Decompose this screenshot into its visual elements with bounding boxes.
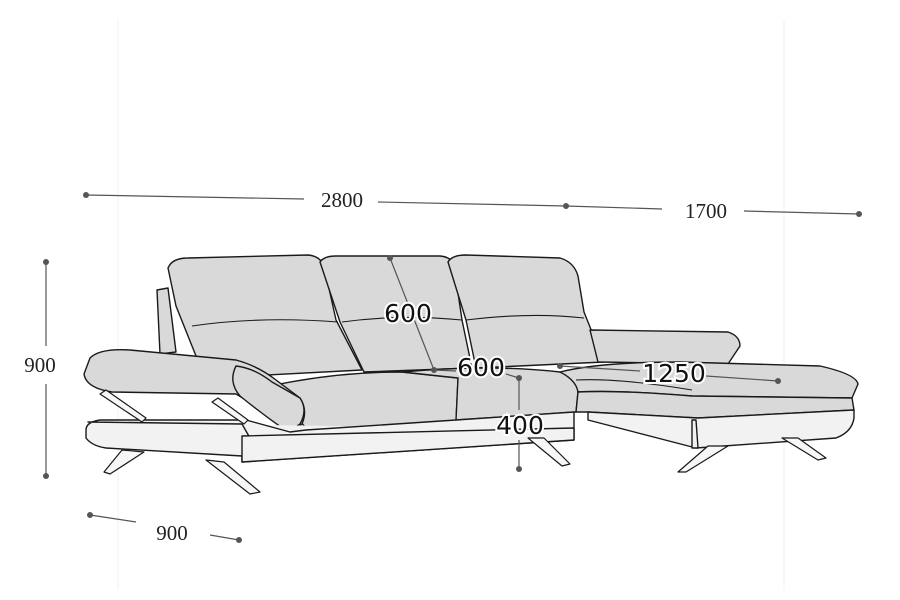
chaise-back bbox=[589, 329, 741, 365]
backrest-cushion-right bbox=[447, 254, 605, 369]
backrest-cushion-left bbox=[167, 254, 363, 379]
back-side-panel bbox=[156, 287, 177, 355]
dimension-labels: 2800 1700 900 900 600 600 400 1250 bbox=[24, 188, 727, 545]
dim-label-seat-height: 400 bbox=[496, 411, 544, 440]
chaise-base-end bbox=[691, 419, 699, 449]
backrest-seam-right bbox=[465, 314, 585, 321]
armrest-strut-left bbox=[99, 389, 147, 423]
left-armrest-pad bbox=[232, 365, 305, 433]
armrest-strut-right bbox=[211, 397, 249, 425]
leg-front-left bbox=[103, 449, 145, 475]
leg-chaise-front bbox=[677, 445, 729, 473]
sofa-illustration bbox=[83, 254, 859, 495]
backrest-seam-middle bbox=[341, 316, 463, 323]
dim-label-total-width: 2800 bbox=[321, 188, 363, 212]
backrest-cushion-middle bbox=[319, 255, 473, 373]
sofa-base-front bbox=[241, 427, 575, 463]
dim-label-overall-height: 900 bbox=[24, 353, 56, 377]
backrest-seam-left bbox=[191, 319, 339, 327]
dim-label-sofa-depth: 900 bbox=[156, 521, 188, 545]
chaise-seat-seam bbox=[575, 379, 693, 391]
dim-label-seat-depth: 600 bbox=[457, 353, 505, 382]
dim-label-chaise-length: 1250 bbox=[642, 359, 706, 388]
leg-middle-right bbox=[527, 437, 571, 467]
leg-front-middle bbox=[205, 459, 261, 495]
dim-label-backrest-height: 600 bbox=[384, 299, 432, 328]
leg-chaise-back bbox=[781, 437, 827, 461]
dimension-lines bbox=[43, 192, 862, 543]
dim-label-chaise-depth: 1700 bbox=[685, 199, 727, 223]
